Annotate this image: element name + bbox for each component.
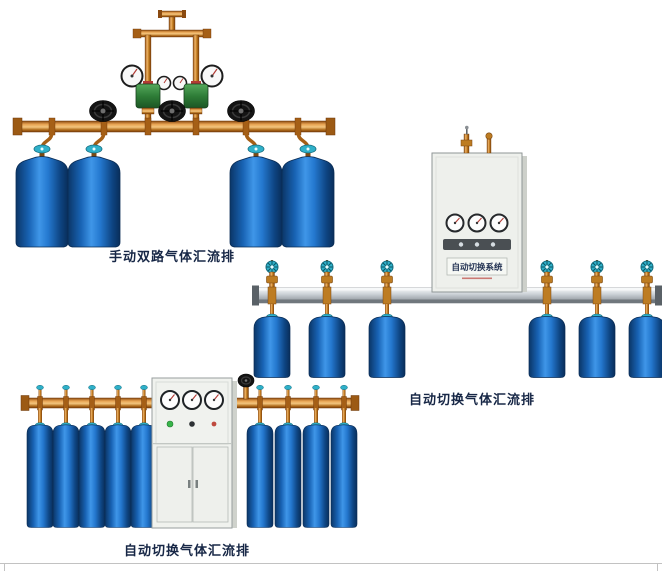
indicator-lamp-red [211, 421, 217, 427]
cabinet-label: 自动切换系统 [451, 262, 503, 272]
main-header-pipe [12, 117, 336, 136]
door-handle [195, 480, 198, 488]
valve-handwheel-icon [158, 100, 186, 122]
indicator-lamp-green [166, 420, 174, 428]
valve-handwheel-icon [89, 100, 117, 122]
gas-cylinder-station [528, 259, 566, 378]
gas-cylinder [15, 156, 69, 248]
gas-cylinder-station [368, 259, 406, 378]
bottom-rule-tick-right [657, 563, 658, 571]
control-knob [189, 421, 195, 427]
gas-cylinder [67, 156, 121, 248]
cabinet-door-right [192, 446, 229, 523]
gas-cylinder-station [253, 259, 291, 378]
figure1-caption: 手动双路气体汇流排 [108, 249, 236, 264]
cabinet-door-left [156, 446, 193, 523]
manifold-top-assembly [132, 10, 212, 123]
valve-handwheel-icon [237, 373, 255, 400]
valve-handwheel-icon [227, 100, 255, 122]
manual-dual-manifold-illustration [12, 10, 336, 248]
door-handle [188, 480, 191, 488]
gas-cylinder-station [628, 259, 662, 378]
figure3-caption: 自动切换气体汇流排 [123, 543, 251, 558]
auto-switch-cabinet-illustration [20, 373, 360, 529]
bottom-rule-tick-left [4, 563, 5, 571]
bottom-rule [0, 563, 662, 564]
gas-cylinder-station [308, 259, 346, 378]
pressure-regulator-left [120, 64, 172, 115]
control-cabinet: 自动切换系统 [431, 125, 527, 293]
cabinet-label-plate [446, 257, 508, 276]
pressure-regulator-right [172, 64, 224, 115]
figure2-caption: 自动切换气体汇流排 [408, 392, 536, 407]
cylinder-valves [33, 144, 317, 158]
auto-switch-rail-illustration: 自动切换系统 [252, 125, 662, 378]
control-cabinet [151, 377, 237, 529]
inlet-riser-pipe [486, 137, 492, 154]
gas-cylinder-station [578, 259, 616, 378]
